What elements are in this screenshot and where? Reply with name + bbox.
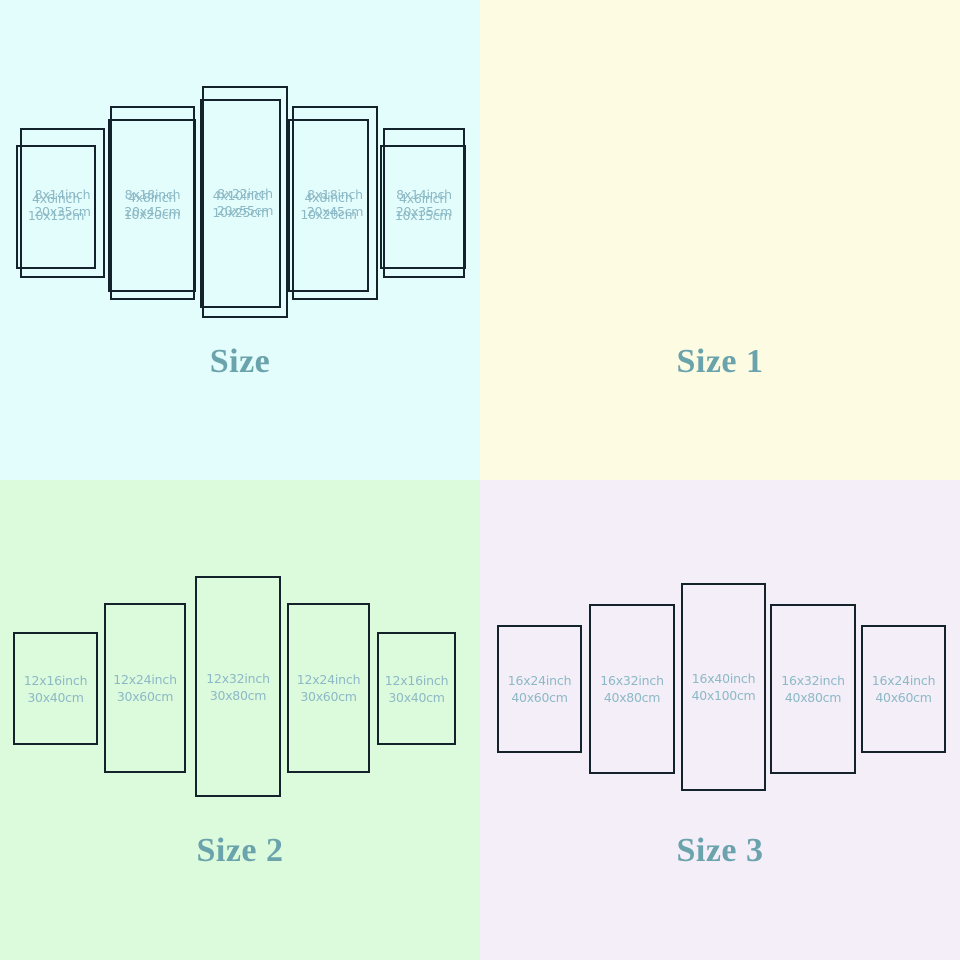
size-panel[interactable]: 4x6inch 10x15cm	[16, 145, 96, 269]
size-panel[interactable]: 12x24inch 30x60cm	[104, 603, 186, 773]
quadrant-title-size-2: Size 2	[196, 832, 284, 869]
panel-size-cm: 20x45cm	[124, 204, 181, 219]
panel-size-inch: 16x24inch	[871, 673, 936, 688]
size-panel[interactable]: 12x24inch 30x60cm	[287, 603, 370, 773]
quadrant-title-size: Size	[209, 343, 271, 380]
size-panel[interactable]: 16x32inch 40x80cm	[589, 604, 675, 774]
panel-size-cm: 10x20cm	[123, 206, 181, 222]
panel-size-cm: 20x35cm	[34, 204, 91, 219]
panel-size-inch: 16x32inch	[781, 673, 845, 688]
panel-size-inch: 8x14inch	[34, 187, 91, 202]
panel-size-cm: 40x80cm	[603, 690, 661, 705]
panel-size-inch: 16x24inch	[507, 673, 572, 688]
panel-size-inch: 12x32inch	[206, 670, 270, 686]
size-panel[interactable]: 8x18inch 20x45cm	[292, 106, 378, 300]
panel-size-inch: 12x16inch	[384, 672, 449, 688]
size-panel[interactable]: 16x40inch 40x100cm	[681, 583, 766, 791]
panel-size-cm: 20x55cm	[216, 203, 274, 218]
panel-size-cm: 20x35cm	[395, 204, 453, 219]
panel-size-inch: 8x18inch	[307, 187, 363, 202]
size-panel[interactable]: 16x24inch 40x60cm	[497, 625, 582, 753]
size-panel[interactable]: 8x22inch 20x55cm	[202, 86, 288, 318]
panel-size-cm: 30x40cm	[27, 689, 84, 705]
panel-size-inch: 4x8inch	[127, 189, 177, 205]
panel-size-inch: 12x24inch	[113, 672, 177, 687]
size-panel[interactable]: 8x14inch 20x35cm	[383, 128, 465, 278]
panel-size-inch: 12x24inch	[296, 672, 361, 687]
panel-size-cm: 10x15cm	[394, 208, 452, 223]
quadrant-size-2	[0, 480, 480, 960]
panel-size-inch: 16x32inch	[600, 673, 664, 688]
panel-size-cm: 10x20cm	[300, 206, 357, 222]
panel-size-inch: 8x14inch	[396, 187, 452, 202]
panel-size-cm: 10x25cm	[212, 204, 269, 220]
panel-size-inch: 16x40inch	[691, 671, 756, 686]
panel-size-inch: 4x10inch	[212, 187, 269, 203]
panel-size-inch: 12x16inch	[23, 672, 88, 688]
panel-size-cm: 40x60cm	[875, 690, 932, 705]
panel-size-cm: 30x60cm	[116, 689, 174, 704]
panel-size-inch: 4x6inch	[31, 191, 81, 206]
panel-size-cm: 30x60cm	[300, 689, 357, 704]
quadrant-title-size-3: Size 3	[676, 832, 764, 869]
quadrant-size-3	[480, 480, 960, 960]
size-panel[interactable]: 16x24inch 40x60cm	[861, 625, 946, 753]
quadrant-title-size-1: Size 1	[676, 343, 764, 380]
panel-size-cm: 30x80cm	[209, 687, 267, 703]
panel-size-inch: 4x8inch	[304, 189, 353, 205]
quadrant-size-1	[480, 0, 960, 480]
size-panel[interactable]: 4x6inch 10x15cm	[380, 145, 466, 269]
size-panel[interactable]: 8x14inch 20x35cm	[20, 128, 105, 278]
panel-size-inch: 4x6inch	[398, 191, 448, 206]
panel-size-cm: 40x60cm	[511, 690, 568, 705]
panel-size-inch: 8x22inch	[217, 186, 273, 201]
panel-size-cm: 40x80cm	[784, 690, 842, 705]
size-panel[interactable]: 8x18inch 20x45cm	[110, 106, 195, 300]
panel-size-cm: 30x40cm	[388, 689, 445, 705]
quadrant-size	[0, 0, 480, 480]
panel-size-cm: 20x45cm	[306, 204, 364, 219]
panel-size-cm: 40x100cm	[691, 688, 756, 703]
panel-size-inch: 8x18inch	[124, 187, 181, 202]
panel-size-cm: 10x15cm	[27, 208, 85, 223]
size-panel[interactable]: 16x32inch 40x80cm	[770, 604, 856, 774]
